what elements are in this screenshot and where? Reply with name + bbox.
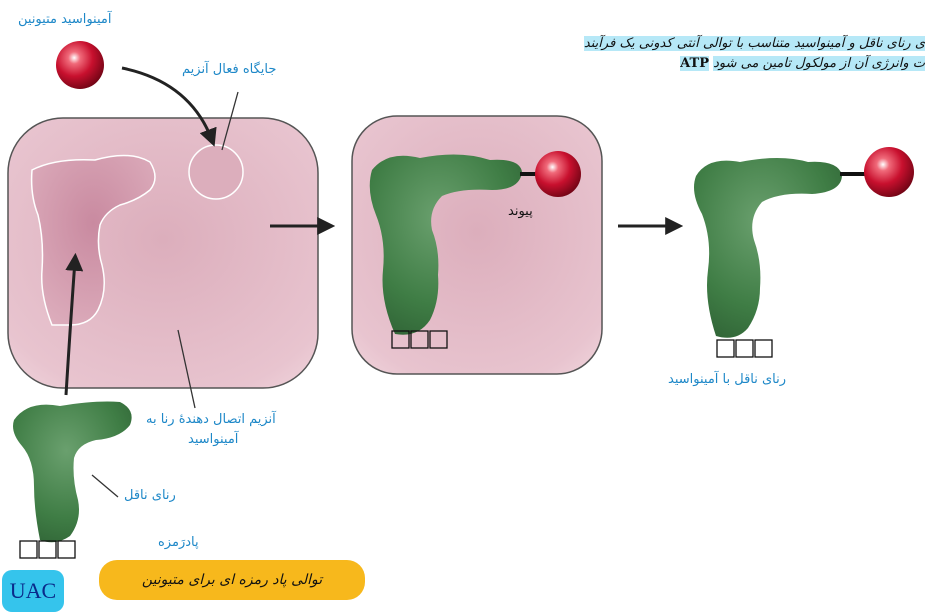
caption-line-2: ت وانرژی آن از مولکول تامین می شود ATP [455,54,925,74]
uac-badge: UAC [2,570,64,612]
caption-line-1-b: ونی یک فرآیند [584,36,660,51]
methionine-label: آمینواسید متیونین [18,12,111,27]
trna-free [13,402,132,543]
amino-acid-2 [535,151,581,197]
codon-note: توالی پاد رمزه ای برای متیونین [99,560,365,600]
enzyme-1 [8,118,318,388]
amino-acid-3 [864,147,914,197]
enzyme-label-line1: آنزیم اتصال دهندۀ رنا به [146,412,276,427]
bond-label: پیوند [508,204,533,219]
anticodon-boxes-3 [717,340,772,357]
active-site [189,145,243,199]
charged-trna-label: رنای ناقل با آمینواسید [668,372,786,387]
caption-line-1-a: ی رنای ناقل و آمینواسید متناسب با توالی … [660,36,925,51]
caption-atp: ATP [680,56,709,71]
enzyme-label-line2: آمینواسید [188,432,238,447]
caption-text: ی رنای ناقل و آمینواسید متناسب با توالی … [455,34,925,74]
leader-trna [92,475,118,497]
anticodon-label: پادرَمزه [158,535,199,550]
trna-label: رنای ناقل [124,488,176,503]
caption-line-1: ی رنای ناقل و آمینواسید متناسب با توالی … [455,34,925,54]
active-site-label: جایگاه فعال آنزیم [182,62,276,77]
methionine-ball [56,41,104,89]
trna-charged [694,158,842,338]
caption-line-2-a: ت وانرژی آن از مولکول تامین می شود [713,56,925,71]
anticodon-boxes-1 [20,541,75,558]
